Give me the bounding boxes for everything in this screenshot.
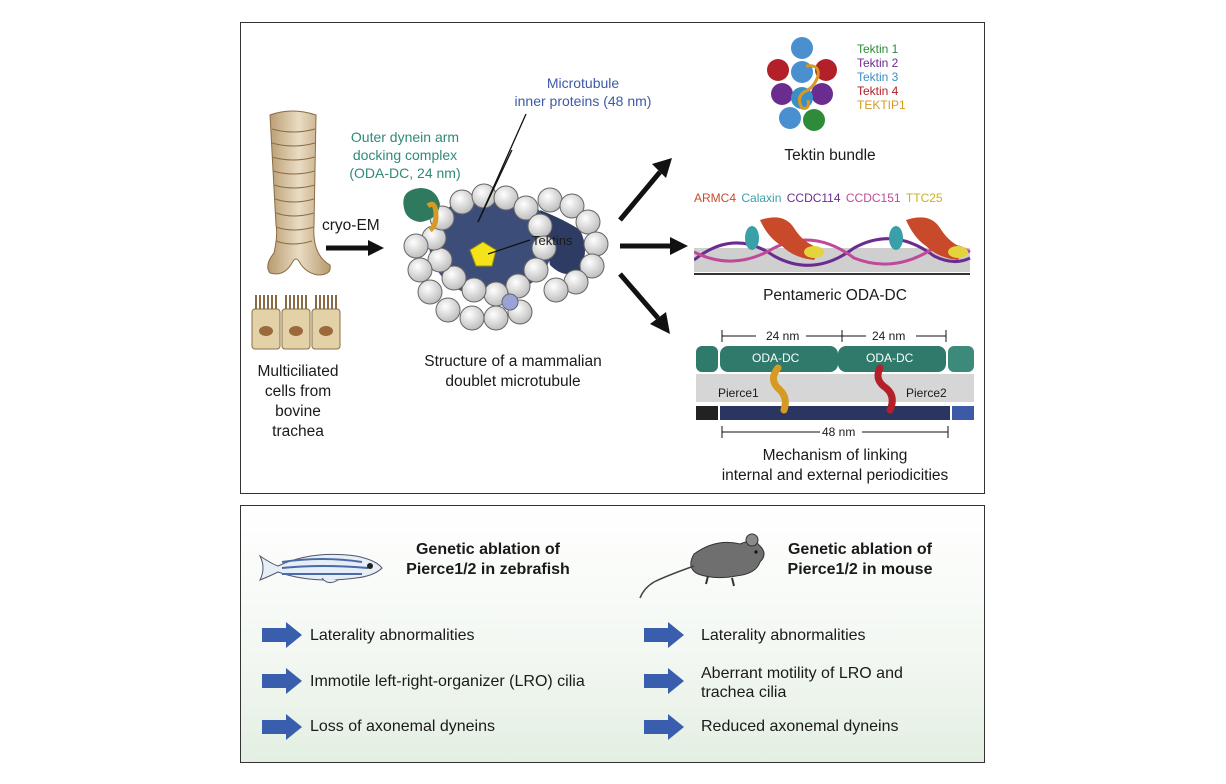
right-arrow-icon <box>326 240 384 256</box>
component-label: CCDC114 <box>786 191 841 205</box>
tektin-bundle-caption: Tektin bundle <box>784 147 876 164</box>
component-label: ARMC4 <box>694 191 737 205</box>
tektin-legend-item: Tektin 2 <box>857 56 899 70</box>
structure-caption-line: doublet microtubule <box>445 373 581 390</box>
mouse-icon <box>639 533 765 599</box>
zebrafish-icon <box>258 553 383 584</box>
odadc-label: Outer dynein arm docking complex (ODA-DC… <box>330 128 480 182</box>
blue-arrow-icon <box>644 622 684 648</box>
structure-caption-line: Structure of a mammalian <box>424 353 602 370</box>
mouse-outcome-line: Aberrant motility of LRO and <box>701 665 903 682</box>
mechanism-caption-line: internal and external periodicities <box>721 467 949 484</box>
method-label: cryo-EM <box>322 217 380 234</box>
mip-pointer <box>477 113 527 223</box>
oda-dc-components: ARMC4 Calaxin CCDC114 CCDC151 TTC25 <box>694 191 943 205</box>
mouse-outcome-line: Laterality abnormalities <box>701 627 866 644</box>
bottom-panel <box>240 505 985 763</box>
mouse-outcome: Laterality abnormalities <box>701 626 866 645</box>
tektins-label: Tektins <box>532 233 573 248</box>
blue-arrow-icon <box>262 668 302 694</box>
blue-arrow-icon <box>262 622 302 648</box>
oda-dc-box-left-label: ODA-DC <box>752 351 800 365</box>
mip-label-line: Microtubule <box>546 75 620 91</box>
zebrafish-heading-line: Pierce1/2 in zebrafish <box>406 561 570 578</box>
trachea-illustration <box>251 110 341 350</box>
zebrafish-heading-line: Genetic ablation of <box>415 541 560 558</box>
tektin-legend: Tektin 1 Tektin 2 Tektin 3 Tektin 4 TEKT… <box>857 42 906 112</box>
blue-arrow-icon <box>644 668 684 694</box>
tektin-bundle-illustration <box>767 37 837 131</box>
tektin-legend-item: Tektin 1 <box>857 42 899 56</box>
zebrafish-outcome: Loss of axonemal dyneins <box>310 718 495 735</box>
arrow-down-right-icon <box>618 272 670 334</box>
diverging-arrows <box>618 158 688 334</box>
zebrafish-outcome: Laterality abnormalities <box>310 627 475 644</box>
source-caption-line: Multiciliated <box>257 363 339 380</box>
tektin-legend-item: Tektin 3 <box>857 70 899 84</box>
period-label-right: 24 nm <box>872 329 906 343</box>
period-label-left: 24 nm <box>766 329 800 343</box>
mouse-outcome: Reduced axonemal dyneins <box>701 717 898 736</box>
oda-dc-box-right-label: ODA-DC <box>866 351 914 365</box>
arrow-right-icon <box>620 237 688 255</box>
tektin-legend-item: TEKTIP1 <box>857 98 906 112</box>
tektin-legend-item: Tektin 4 <box>857 84 899 98</box>
mouse-heading-line: Genetic ablation of <box>787 541 932 558</box>
odadc-label-line: (ODA-DC, 24 nm) <box>349 165 461 181</box>
mip-label: Microtubule inner proteins (48 nm) <box>488 74 678 110</box>
ciliated-cells-icon <box>251 295 341 350</box>
pierce2-label: Pierce2 <box>906 386 947 400</box>
mechanism-caption: Mechanism of linking internal and extern… <box>700 446 970 486</box>
mouse-outcome-line: trachea cilia <box>701 684 787 701</box>
oda-dc-illustration <box>694 217 971 275</box>
mouse-heading-line: Pierce1/2 in mouse <box>787 561 933 578</box>
doublet-microtubule-illustration <box>403 150 609 331</box>
source-caption-line: bovine <box>275 403 321 420</box>
source-caption-line: cells from <box>264 383 332 400</box>
blue-arrow-icon <box>644 714 684 740</box>
mechanism-caption-line: Mechanism of linking <box>762 447 908 464</box>
structure-caption: Structure of a mammalian doublet microtu… <box>398 352 628 392</box>
pierce1-label: Pierce1 <box>718 386 759 400</box>
component-label: CCDC151 <box>845 191 901 205</box>
zebrafish-heading: Genetic ablation of Pierce1/2 in zebrafi… <box>388 540 588 580</box>
mouse-heading: Genetic ablation of Pierce1/2 in mouse <box>760 540 960 580</box>
zebrafish-outcome: Immotile left-right-organizer (LRO) cili… <box>310 673 585 690</box>
odadc-label-line: Outer dynein arm <box>350 129 460 145</box>
mouse-outcome-line: Reduced axonemal dyneins <box>701 718 899 735</box>
mouse-outcome: Aberrant motility of LRO and trachea cil… <box>701 664 903 702</box>
odadc-label-line: docking complex <box>352 147 458 163</box>
component-label: Calaxin <box>741 191 782 205</box>
blue-arrow-icon <box>262 714 302 740</box>
mip-label-line: inner proteins (48 nm) <box>514 93 652 109</box>
arrow-up-right-icon <box>618 158 672 222</box>
oda-dc-caption: Pentameric ODA-DC <box>763 287 907 304</box>
source-caption: Multiciliated cells from bovine trachea <box>246 362 350 442</box>
period-label-bottom: 48 nm <box>822 425 856 439</box>
source-caption-line: trachea <box>272 423 324 440</box>
component-label: TTC25 <box>905 191 943 205</box>
periodicity-mechanism-illustration <box>696 330 974 438</box>
